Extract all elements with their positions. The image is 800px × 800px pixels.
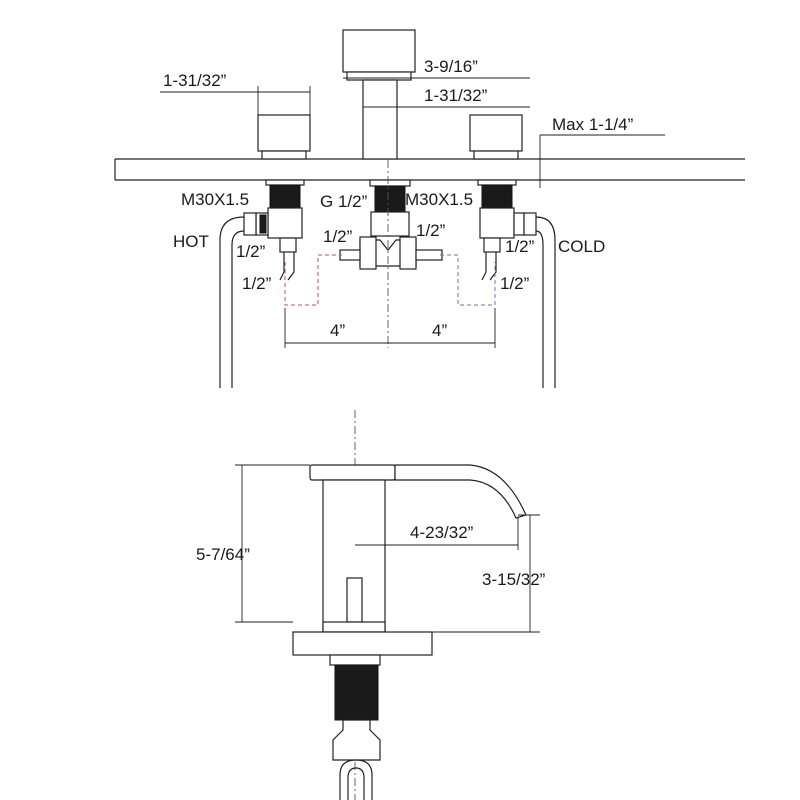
cold-outlet-label: 1/2” bbox=[500, 274, 530, 293]
hot-handle bbox=[243, 114, 311, 281]
hot-connection-line bbox=[284, 254, 342, 306]
deck-plate bbox=[114, 158, 745, 181]
thread-left-label: M30X1.5 bbox=[181, 190, 249, 209]
cold-connection-line bbox=[440, 254, 496, 306]
hot-outlet-label: 1/2” bbox=[242, 274, 272, 293]
thread-center-label: G 1/2” bbox=[320, 192, 368, 211]
spout-side bbox=[292, 464, 527, 800]
spout-top bbox=[339, 29, 443, 270]
max-deck-label: Max 1-1/4” bbox=[552, 115, 634, 134]
reach-label: 4-23/32” bbox=[410, 523, 474, 542]
hot-supply-hose bbox=[219, 216, 245, 388]
cold-inlet-label: 1/2” bbox=[505, 237, 535, 256]
center-thread bbox=[374, 185, 406, 213]
top-view: 1-31/32” 3-9/16” 1-31/32” Max 1-1/4” M30… bbox=[114, 29, 745, 388]
spout-body-width-label: 1-31/32” bbox=[424, 86, 488, 105]
hot-label: HOT bbox=[173, 232, 209, 251]
handle-width-label: 1-31/32” bbox=[163, 71, 227, 90]
spout-height-label: 3-15/32” bbox=[482, 570, 546, 589]
spacing-left-label: 4” bbox=[330, 321, 345, 340]
hot-inlet-label: 1/2” bbox=[236, 242, 266, 261]
cold-handle bbox=[469, 114, 537, 281]
side-thread bbox=[334, 664, 379, 721]
spout-cap-width-label: 3-9/16” bbox=[424, 57, 478, 76]
thread-right-label: M30X1.5 bbox=[405, 190, 473, 209]
spacing-right-label: 4” bbox=[432, 321, 447, 340]
dimension-lines bbox=[160, 77, 665, 348]
height-label: 5-7/64” bbox=[196, 545, 250, 564]
tee-right-label: 1/2” bbox=[416, 221, 446, 240]
tee-left-label: 1/2” bbox=[323, 227, 353, 246]
cold-label: COLD bbox=[558, 237, 605, 256]
side-view: 5-7/64” 4-23/32” 3-15/32” bbox=[196, 410, 546, 800]
cold-supply-hose bbox=[535, 216, 556, 388]
side-dimension-lines bbox=[235, 464, 540, 633]
